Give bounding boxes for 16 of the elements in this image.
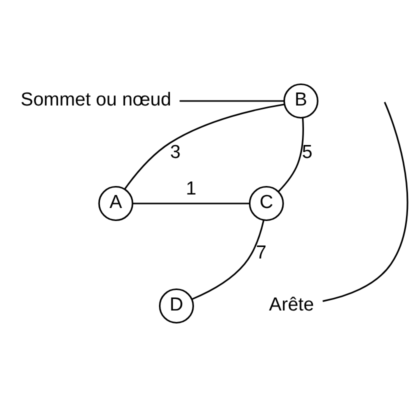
connector xyxy=(180,100,284,102)
connector xyxy=(192,220,264,300)
node-circle: C xyxy=(248,186,284,222)
node-text: Arête xyxy=(269,294,314,315)
connector xyxy=(124,104,285,190)
node-text: Sommet ou nœud xyxy=(20,88,172,110)
edge-label: 1 xyxy=(186,178,196,199)
node-circle: B xyxy=(283,84,318,119)
edge-label: 3 xyxy=(170,140,181,162)
edge-label: 5 xyxy=(302,140,312,162)
edge-label: 7 xyxy=(256,241,266,262)
connector xyxy=(132,202,250,204)
node-circle: A xyxy=(98,186,134,222)
connector xyxy=(278,118,304,192)
connector xyxy=(322,102,408,302)
node-circle: D xyxy=(158,288,194,324)
